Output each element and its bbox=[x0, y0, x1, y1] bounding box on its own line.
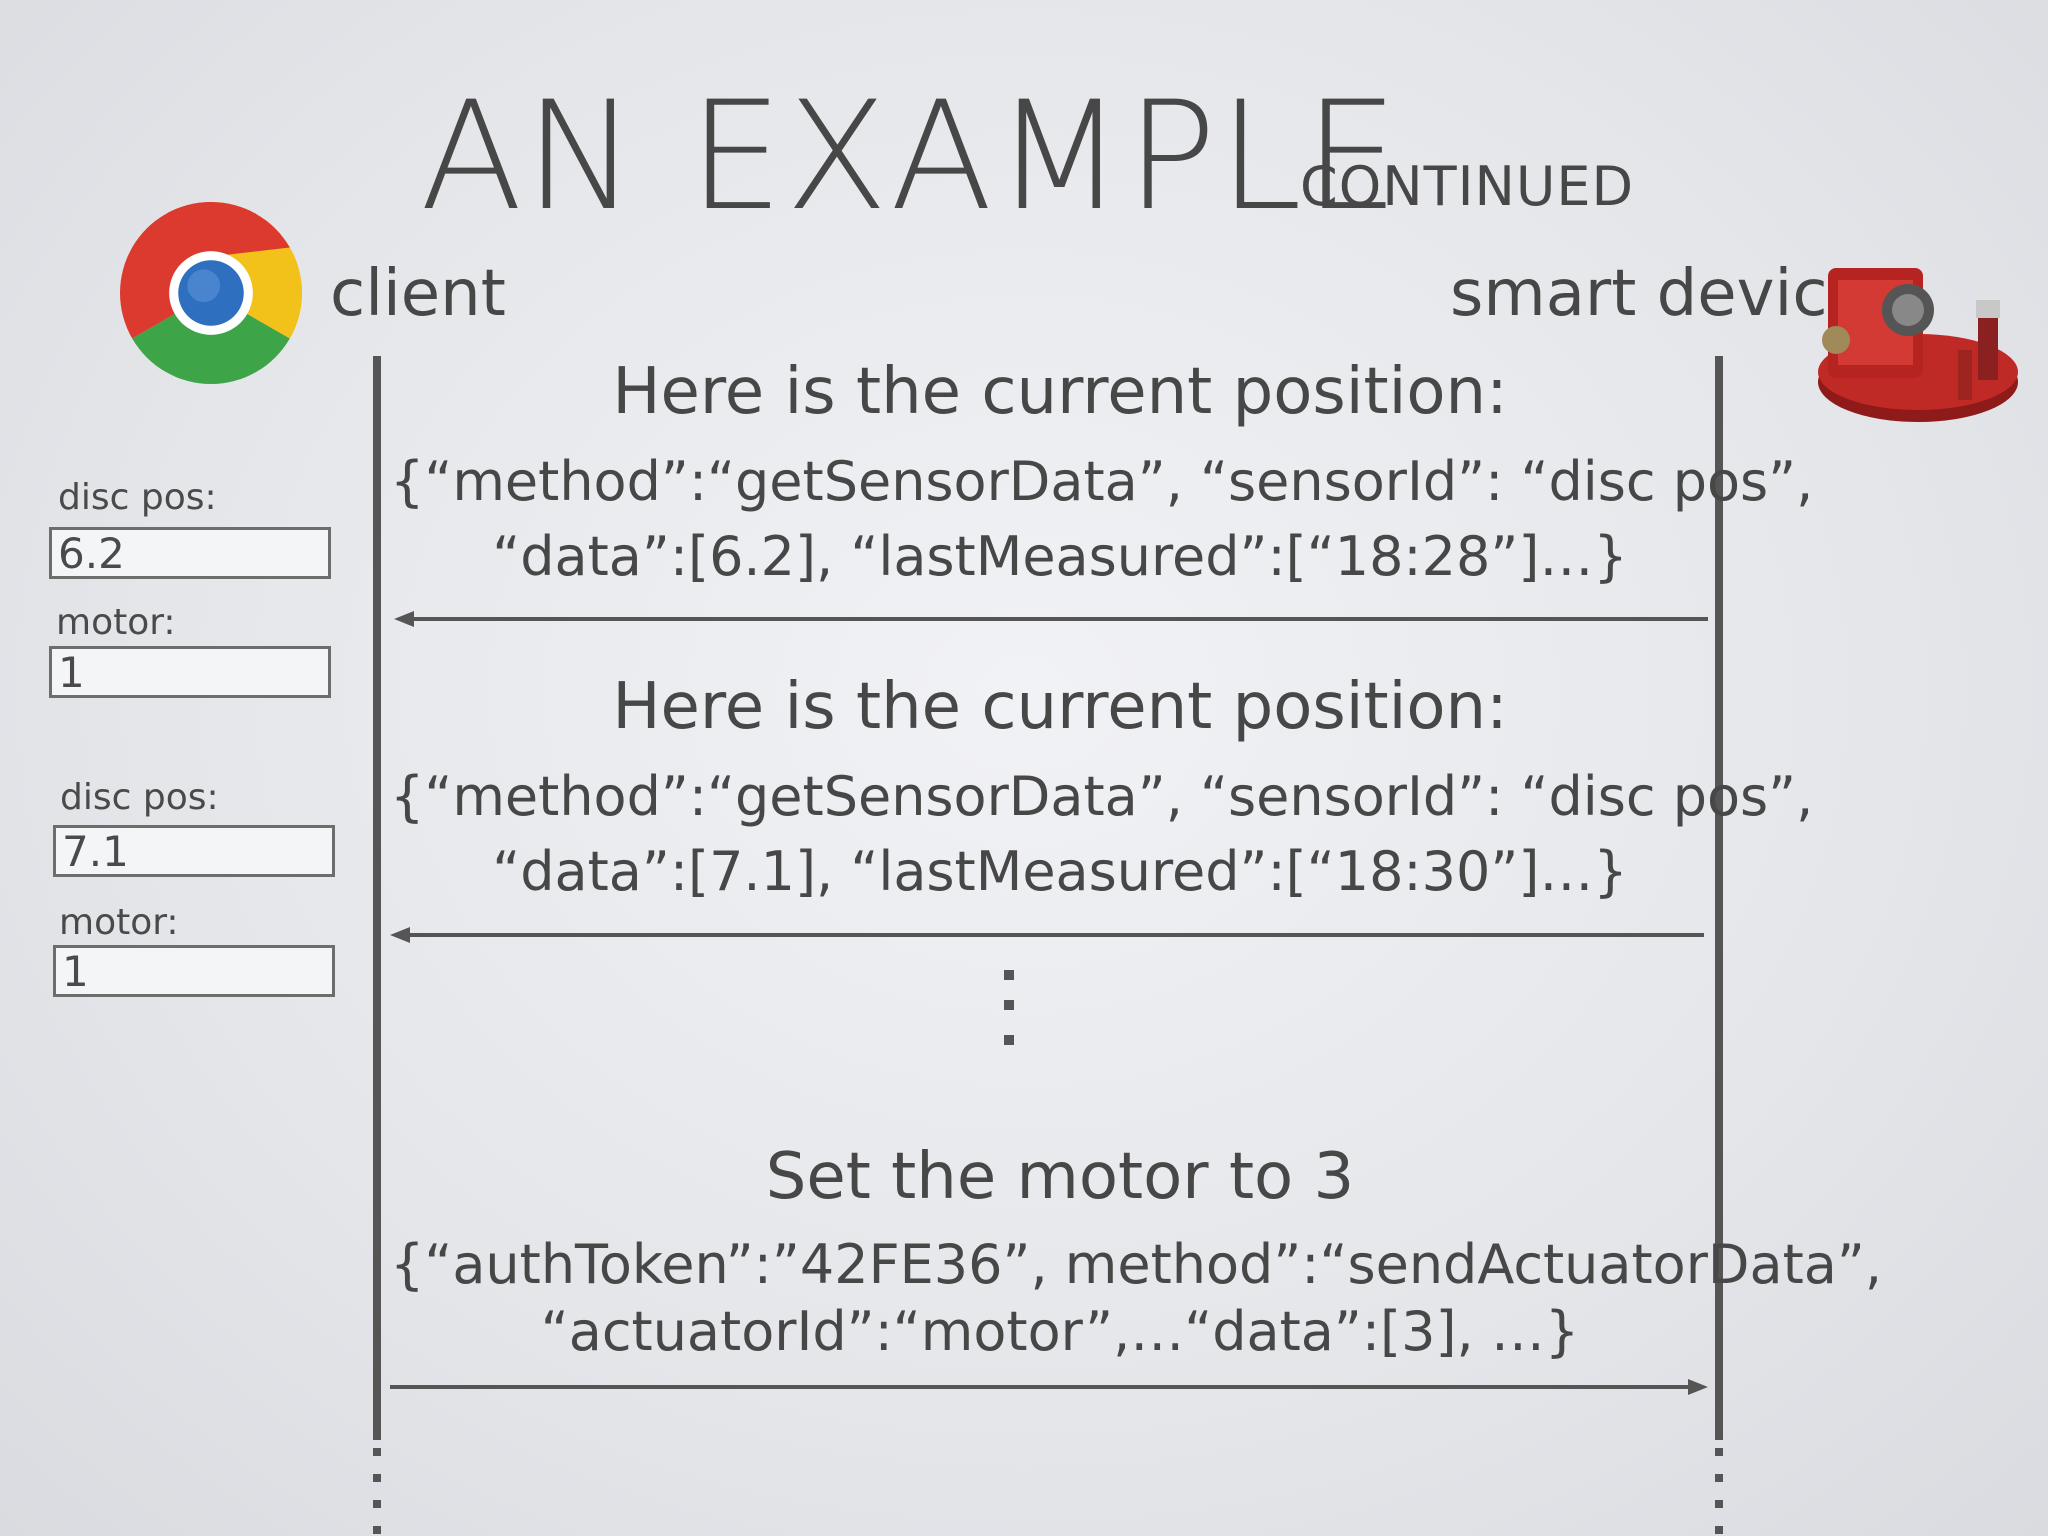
disc-pos-label: disc pos: bbox=[60, 780, 219, 816]
message-1-line-1: {“method”:“getSensorData”, “sensorId”: “… bbox=[390, 455, 1730, 509]
arrowhead-3 bbox=[1688, 1379, 1708, 1395]
message-2-line-1: {“method”:“getSensorData”, “sensorId”: “… bbox=[390, 770, 1730, 824]
motor-label: motor: bbox=[59, 905, 179, 941]
arrowhead-2 bbox=[390, 927, 410, 943]
message-3-line-2: “actuatorId”:“motor”,…“data”:[3], …} bbox=[390, 1305, 1730, 1359]
message-2-line-2: “data”:[7.1], “lastMeasured”:[“18:30”]…} bbox=[390, 845, 1730, 899]
ellipsis-dot bbox=[1004, 1035, 1014, 1045]
motor-label: motor: bbox=[56, 605, 176, 641]
message-1-title: Here is the current position: bbox=[390, 360, 1730, 424]
ellipsis-dot bbox=[1004, 1000, 1014, 1010]
message-1-line-2: “data”:[6.2], “lastMeasured”:[“18:28”]…} bbox=[390, 530, 1730, 584]
message-3-line-1: {“authToken”:”42FE36”, method”:“sendActu… bbox=[390, 1238, 1730, 1292]
message-3-title: Set the motor to 3 bbox=[390, 1145, 1730, 1209]
disc-pos-label: disc pos: bbox=[58, 480, 217, 516]
arrowhead-1 bbox=[394, 611, 414, 627]
disc-pos-field[interactable]: 6.2 bbox=[49, 527, 331, 579]
motor-field[interactable]: 1 bbox=[53, 945, 335, 997]
message-2-title: Here is the current position: bbox=[390, 675, 1730, 739]
motor-field[interactable]: 1 bbox=[49, 646, 331, 698]
disc-pos-field[interactable]: 7.1 bbox=[53, 825, 335, 877]
ellipsis-dot bbox=[1004, 970, 1014, 980]
